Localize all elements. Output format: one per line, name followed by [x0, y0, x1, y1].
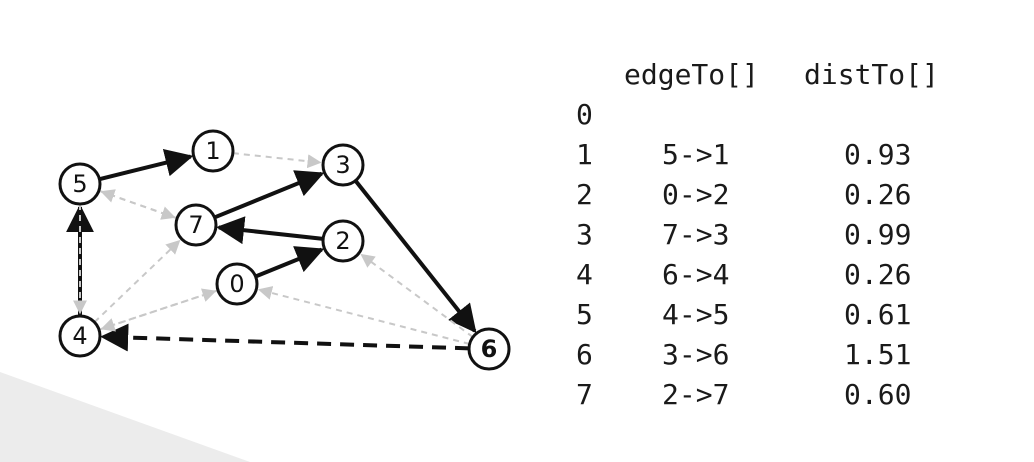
node-circle	[215, 262, 259, 306]
distto-value: 0.99	[844, 218, 912, 251]
edge-6-to-0	[257, 286, 470, 345]
node-0: 0	[215, 262, 259, 306]
node-label: 1	[205, 137, 220, 165]
node-label: 5	[72, 170, 87, 198]
edge-1-to-3	[232, 152, 322, 169]
edge-5-to-7	[98, 189, 176, 220]
edge-5-to-1	[98, 149, 194, 182]
node-5: 5	[58, 162, 102, 206]
nodes: 0 1 2 3 4 5 6 7	[58, 129, 511, 371]
edgeto-value: 3->6	[662, 338, 730, 371]
vertex-index: 2	[576, 178, 593, 211]
edges	[66, 149, 477, 352]
edgeto-value: 2->7	[662, 378, 730, 411]
edgeto-value: 0->2	[662, 178, 730, 211]
distto-value: 0.26	[844, 258, 912, 291]
edge-0-to-2	[254, 246, 325, 279]
table-row: 2 0->2 0.26	[560, 178, 1020, 216]
edge-0-to-4	[100, 289, 219, 332]
shortest-path-table: edgeTo[] distTo[] 0 1 5->1 0.93 2 0->2 0…	[560, 58, 1020, 418]
distto-value: 0.61	[844, 298, 912, 331]
distto-value: 0.26	[844, 178, 912, 211]
distto-header: distTo[]	[804, 58, 939, 91]
edge-6-to-4	[100, 323, 470, 352]
table-row: 1 5->1 0.93	[560, 138, 1020, 176]
node-circle	[191, 129, 235, 173]
table-row: 6 3->6 1.51	[560, 338, 1020, 376]
node-1: 1	[191, 129, 235, 173]
vertex-index: 6	[576, 338, 593, 371]
node-label: 3	[335, 151, 350, 179]
node-4: 4	[58, 314, 102, 358]
vertex-index: 7	[576, 378, 593, 411]
edge-4-to-7	[93, 239, 181, 323]
table-row: 7 2->7 0.60	[560, 378, 1020, 416]
edgeto-value: 7->3	[662, 218, 730, 251]
table-row: 3 7->3 0.99	[560, 218, 1020, 256]
edgeto-value: 5->1	[662, 138, 730, 171]
node-circle	[58, 314, 102, 358]
node-circle	[174, 203, 218, 247]
distto-value: 1.51	[844, 338, 912, 371]
node-circle	[58, 162, 102, 206]
edge-4-to-0	[98, 288, 217, 331]
node-7: 7	[174, 203, 218, 247]
node-6: 6	[467, 327, 511, 371]
vertex-index: 1	[576, 138, 593, 171]
vertex-index: 0	[576, 98, 593, 131]
edge-3-to-6	[353, 179, 477, 334]
node-label: 7	[188, 211, 203, 239]
edgeto-header: edgeTo[]	[624, 58, 759, 91]
table-row: 4 6->4 0.26	[560, 258, 1020, 296]
node-circle	[321, 219, 365, 263]
edgeto-value: 4->5	[662, 298, 730, 331]
node-label: 4	[72, 322, 87, 350]
node-3: 3	[321, 143, 365, 187]
vertex-index: 3	[576, 218, 593, 251]
distto-value: 0.60	[844, 378, 912, 411]
edge-2-to-7	[216, 216, 324, 245]
node-label: 6	[481, 335, 498, 363]
node-label: 0	[229, 270, 244, 298]
distto-value: 0.93	[844, 138, 912, 171]
vertex-index: 5	[576, 298, 593, 331]
edge-7-to-3	[213, 170, 325, 220]
table-row: 5 4->5 0.61	[560, 298, 1020, 336]
edge-6-to-2	[360, 253, 474, 338]
edgeto-value: 6->4	[662, 258, 730, 291]
table-row: 0	[560, 98, 1020, 136]
vertex-index: 4	[576, 258, 593, 291]
node-2: 2	[321, 219, 365, 263]
node-circle	[321, 143, 365, 187]
node-label: 2	[335, 227, 350, 255]
node-circle	[467, 327, 511, 371]
